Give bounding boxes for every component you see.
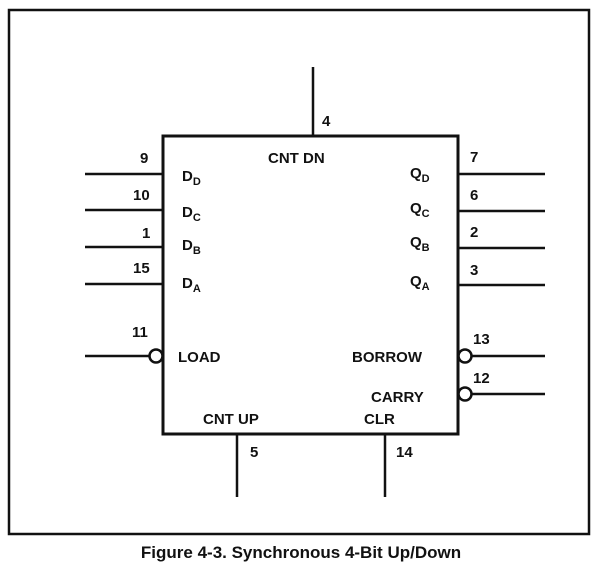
load-label: LOAD	[178, 349, 221, 366]
pin-number-load: 11	[132, 324, 148, 341]
pin-number-q-b: 2	[470, 224, 478, 241]
pin-number-q-d: 7	[470, 149, 478, 166]
pin-number-carry: 12	[473, 370, 490, 387]
input-label-d-a: DA	[182, 275, 201, 295]
output-label-q-d: QD	[410, 165, 430, 185]
cnt-dn-label: CNT DN	[268, 150, 325, 167]
pin-number-d-a: 15	[133, 260, 150, 277]
carry-label: CARRY	[371, 389, 424, 406]
pin-number-d-c: 10	[133, 187, 150, 204]
pin-number-d-b: 1	[142, 225, 150, 242]
pin-number-borrow: 13	[473, 331, 490, 348]
pin-number-cnt-dn: 4	[322, 113, 331, 130]
input-label-d-d: DD	[182, 168, 201, 188]
figure-frame	[7, 8, 591, 536]
input-label-d-c: DC	[182, 204, 201, 224]
output-label-q-a: QA	[410, 273, 430, 293]
carry-inversion-bubble	[457, 386, 473, 402]
output-label-q-b: QB	[410, 234, 430, 254]
output-label-q-c: QC	[410, 200, 430, 220]
load-inversion-bubble	[148, 348, 164, 364]
pin-number-clr: 14	[396, 444, 413, 461]
pin-number-d-d: 9	[140, 150, 148, 167]
cnt-up-label: CNT UP	[203, 411, 259, 428]
pin-number-q-c: 6	[470, 187, 478, 204]
figure-caption: Figure 4-3. Synchronous 4-Bit Up/Down	[141, 543, 461, 562]
borrow-inversion-bubble	[457, 348, 473, 364]
pin-number-cnt-up: 5	[250, 444, 258, 461]
borrow-label: BORROW	[352, 349, 423, 366]
pin-number-q-a: 3	[470, 262, 478, 279]
input-label-d-b: DB	[182, 237, 201, 257]
clr-label: CLR	[364, 411, 395, 428]
